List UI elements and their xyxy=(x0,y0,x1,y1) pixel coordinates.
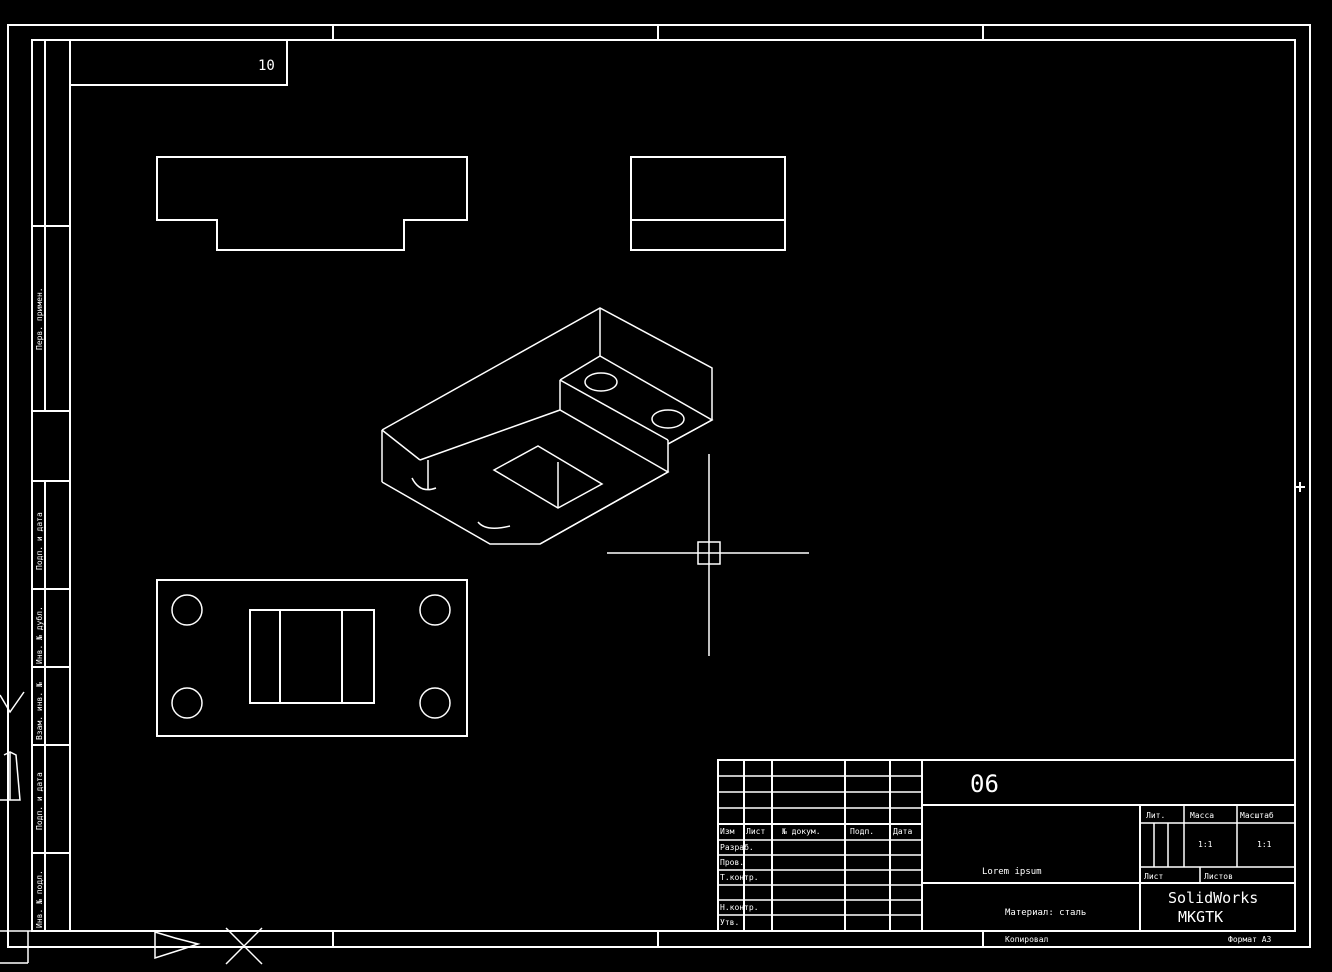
right-header: Лит. xyxy=(1146,811,1165,820)
front-view[interactable] xyxy=(156,156,468,251)
row-label: Т.контр. xyxy=(720,873,759,882)
arrow-icon xyxy=(154,931,201,960)
row-label: Разраб. xyxy=(720,842,754,852)
top-view[interactable] xyxy=(156,579,468,737)
crosshair-cursor-icon xyxy=(607,454,809,656)
doc-number: 10 xyxy=(258,58,275,74)
doc-number-box xyxy=(69,39,288,86)
side-label: Перв. примен. xyxy=(35,287,44,350)
company-line2: MKGTK xyxy=(1178,908,1223,926)
ucs-axis-icon xyxy=(0,691,32,964)
mass-value: 1:1 xyxy=(1198,840,1213,849)
row-label: Утв. xyxy=(720,918,739,927)
isometric-view[interactable] xyxy=(381,307,714,545)
right-header: Масштаб xyxy=(1240,810,1274,820)
col-header: Изм xyxy=(720,827,735,836)
col-header: № докум. xyxy=(781,827,821,836)
sheet-outer-border xyxy=(7,24,1311,948)
col-header: Лист xyxy=(746,827,765,836)
side-label: Подп. и дата xyxy=(35,772,44,830)
side-label: Инв. № дубл. xyxy=(34,606,44,664)
side-view[interactable] xyxy=(630,156,786,251)
row-label: Н.контр. xyxy=(720,903,759,912)
sheet-inner-border xyxy=(31,39,1296,932)
designation: 06 xyxy=(970,770,999,798)
side-label: Инв. № подл. xyxy=(35,870,44,928)
col-header: Дата xyxy=(893,827,912,836)
scale-value: 1:1 xyxy=(1257,840,1272,849)
material: Материал: сталь xyxy=(1005,908,1086,918)
row-label: Пров. xyxy=(720,858,744,867)
part-name: Lorem ipsum xyxy=(982,867,1042,877)
sheet-label: Лист xyxy=(1144,872,1163,881)
right-header: Масса xyxy=(1190,811,1214,820)
x-mark-icon xyxy=(225,927,263,965)
copied-label: Копировал xyxy=(1005,935,1049,944)
side-strip-lower xyxy=(31,480,71,932)
company-line1: SolidWorks xyxy=(1168,889,1258,907)
col-header: Подп. xyxy=(850,827,874,836)
format-label: Формат A3 xyxy=(1228,935,1272,944)
side-label: Взам. инв. № xyxy=(35,682,44,740)
sheets-label: Листов xyxy=(1204,872,1233,881)
title-block[interactable]: 06 Изм Лист № докум. Подп. Дата Разраб. … xyxy=(717,759,1296,932)
side-label: Подп. и дата xyxy=(35,512,44,570)
